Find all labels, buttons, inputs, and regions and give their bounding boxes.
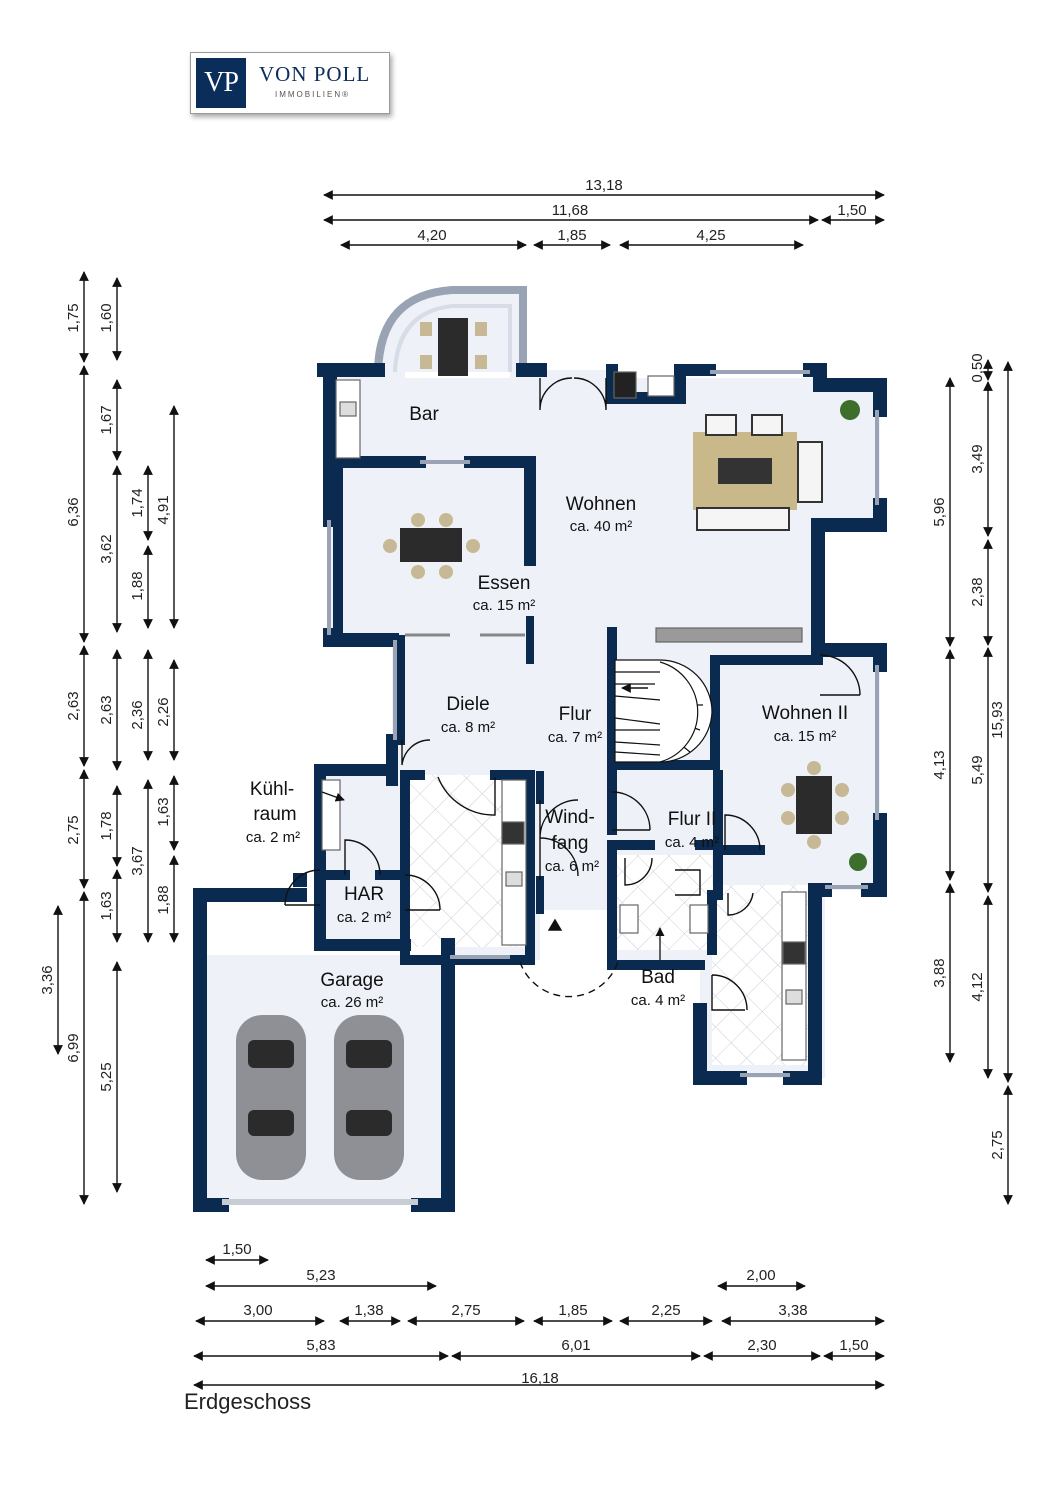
area-bad: ca. 4 m² — [631, 992, 685, 1009]
dim-label: 5,23 — [306, 1267, 335, 1284]
dim-label: 13,18 — [585, 177, 623, 194]
kitchen-fixtures — [321, 371, 807, 1061]
dim-label: 2,25 — [651, 1302, 680, 1319]
doors — [284, 377, 861, 1011]
label-windfang-1: Wind- — [545, 807, 595, 828]
windows — [222, 370, 879, 1205]
dim-label: 2,63 — [98, 695, 115, 724]
dim-label: 6,99 — [65, 1033, 82, 1062]
label-garage: Garage — [320, 970, 383, 991]
plants — [840, 400, 867, 871]
dim-label: 2,75 — [989, 1130, 1006, 1159]
dim-label: 4,91 — [155, 495, 172, 524]
cars — [236, 1015, 404, 1180]
dim-label: 2,36 — [129, 700, 146, 729]
dim-label: 1,78 — [98, 811, 115, 840]
label-flur: Flur — [559, 704, 592, 725]
dim-label: 3,49 — [969, 444, 986, 473]
von-poll-logo: VP VON POLL IMMOBILIEN® — [190, 52, 390, 114]
label-bad: Bad — [641, 967, 675, 988]
logo-subtitle: IMMOBILIEN® — [275, 90, 351, 99]
label-kuehlraum-1: Kühl- — [250, 779, 294, 800]
dim-label: 1,85 — [558, 1302, 587, 1319]
dining-set — [383, 513, 480, 579]
dim-label: 1,75 — [65, 303, 82, 332]
dim-label: 11,68 — [552, 202, 588, 219]
dim-label: 3,67 — [129, 846, 146, 875]
area-wohnen: ca. 40 m² — [570, 518, 633, 535]
area-flur2: ca. 4 m² — [665, 834, 719, 851]
dim-label: 3,62 — [98, 534, 115, 563]
dim-label: 6,36 — [65, 497, 82, 526]
dim-label: 5,96 — [931, 497, 948, 526]
dim-label: 1,50 — [837, 202, 866, 219]
label-windfang-2: fang — [552, 833, 589, 854]
label-har: HAR — [344, 884, 384, 905]
dim-label: 6,01 — [561, 1337, 590, 1354]
dim-label: 2,63 — [65, 691, 82, 720]
dining-set-2 — [781, 761, 849, 849]
room-labels: Bar Wohnen ca. 40 m² Essen ca. 15 m² Die… — [246, 404, 848, 1011]
label-flur2: Flur II — [668, 809, 717, 830]
label-kuehlraum-2: raum — [253, 804, 296, 825]
area-essen: ca. 15 m² — [473, 597, 536, 614]
dim-label: 5,49 — [969, 755, 986, 784]
dim-label: 16,18 — [521, 1370, 559, 1387]
dim-label: 4,20 — [417, 227, 446, 244]
area-diele: ca. 8 m² — [441, 719, 495, 736]
dim-label: 5,25 — [98, 1062, 115, 1091]
staircase — [614, 659, 713, 763]
label-essen: Essen — [478, 573, 531, 594]
walls — [193, 286, 887, 1212]
dim-label: 2,30 — [747, 1337, 776, 1354]
dim-label: 2,75 — [451, 1302, 480, 1319]
dim-label: 2,38 — [969, 577, 986, 606]
dim-label: 3,00 — [243, 1302, 272, 1319]
dim-label: 1,85 — [557, 227, 586, 244]
bar-dining-set — [420, 318, 487, 376]
area-garage: ca. 26 m² — [321, 994, 384, 1011]
dim-label: 2,26 — [155, 697, 172, 726]
area-windfang: ca. 6 m² — [545, 858, 599, 875]
dim-label: 1,63 — [98, 891, 115, 920]
dim-label: 1,50 — [839, 1337, 868, 1354]
dim-label: 1,67 — [98, 405, 115, 434]
dim-label: 1,88 — [155, 885, 172, 914]
area-kuehlraum: ca. 2 m² — [246, 829, 300, 846]
dimension-lines — [53, 190, 1013, 1390]
dim-label: 1,74 — [129, 488, 146, 517]
dim-label: 1,50 — [222, 1241, 251, 1258]
lounge-set — [693, 414, 823, 531]
dim-label: 1,63 — [155, 797, 172, 826]
logo-monogram: VP — [196, 58, 246, 108]
dim-label: 4,13 — [931, 750, 948, 779]
dim-label: 1,60 — [98, 303, 115, 332]
floor-title: Erdgeschoss — [184, 1389, 312, 1414]
kuehlraum-pointer — [321, 791, 345, 802]
area-har: ca. 2 m² — [337, 909, 391, 926]
logo-name: VON POLL — [259, 62, 371, 86]
bad-floor — [617, 855, 712, 950]
label-diele: Diele — [446, 694, 489, 715]
label-wohnen: Wohnen — [566, 494, 636, 515]
dim-label: 3,38 — [778, 1302, 807, 1319]
dim-label: 2,00 — [746, 1267, 775, 1284]
dim-label: 4,25 — [696, 227, 725, 244]
area-flur: ca. 7 m² — [548, 729, 602, 746]
dim-label: 1,88 — [129, 571, 146, 600]
dim-label: 2,75 — [65, 815, 82, 844]
dim-label: 0,50 — [969, 353, 986, 382]
label-wohnen2: Wohnen II — [762, 703, 848, 724]
dim-label: 5,83 — [306, 1337, 335, 1354]
dim-label: 4,12 — [969, 972, 986, 1001]
dim-label: 15,93 — [989, 701, 1006, 739]
label-bar: Bar — [409, 404, 439, 425]
dimension-labels: 13,18 11,68 1,50 4,20 1,85 4,25 1,50 5,2… — [39, 177, 1006, 1387]
dim-label: 3,88 — [931, 958, 948, 987]
dim-label: 1,38 — [354, 1302, 383, 1319]
dim-label: 3,36 — [39, 965, 56, 994]
area-wohnen2: ca. 15 m² — [774, 728, 837, 745]
